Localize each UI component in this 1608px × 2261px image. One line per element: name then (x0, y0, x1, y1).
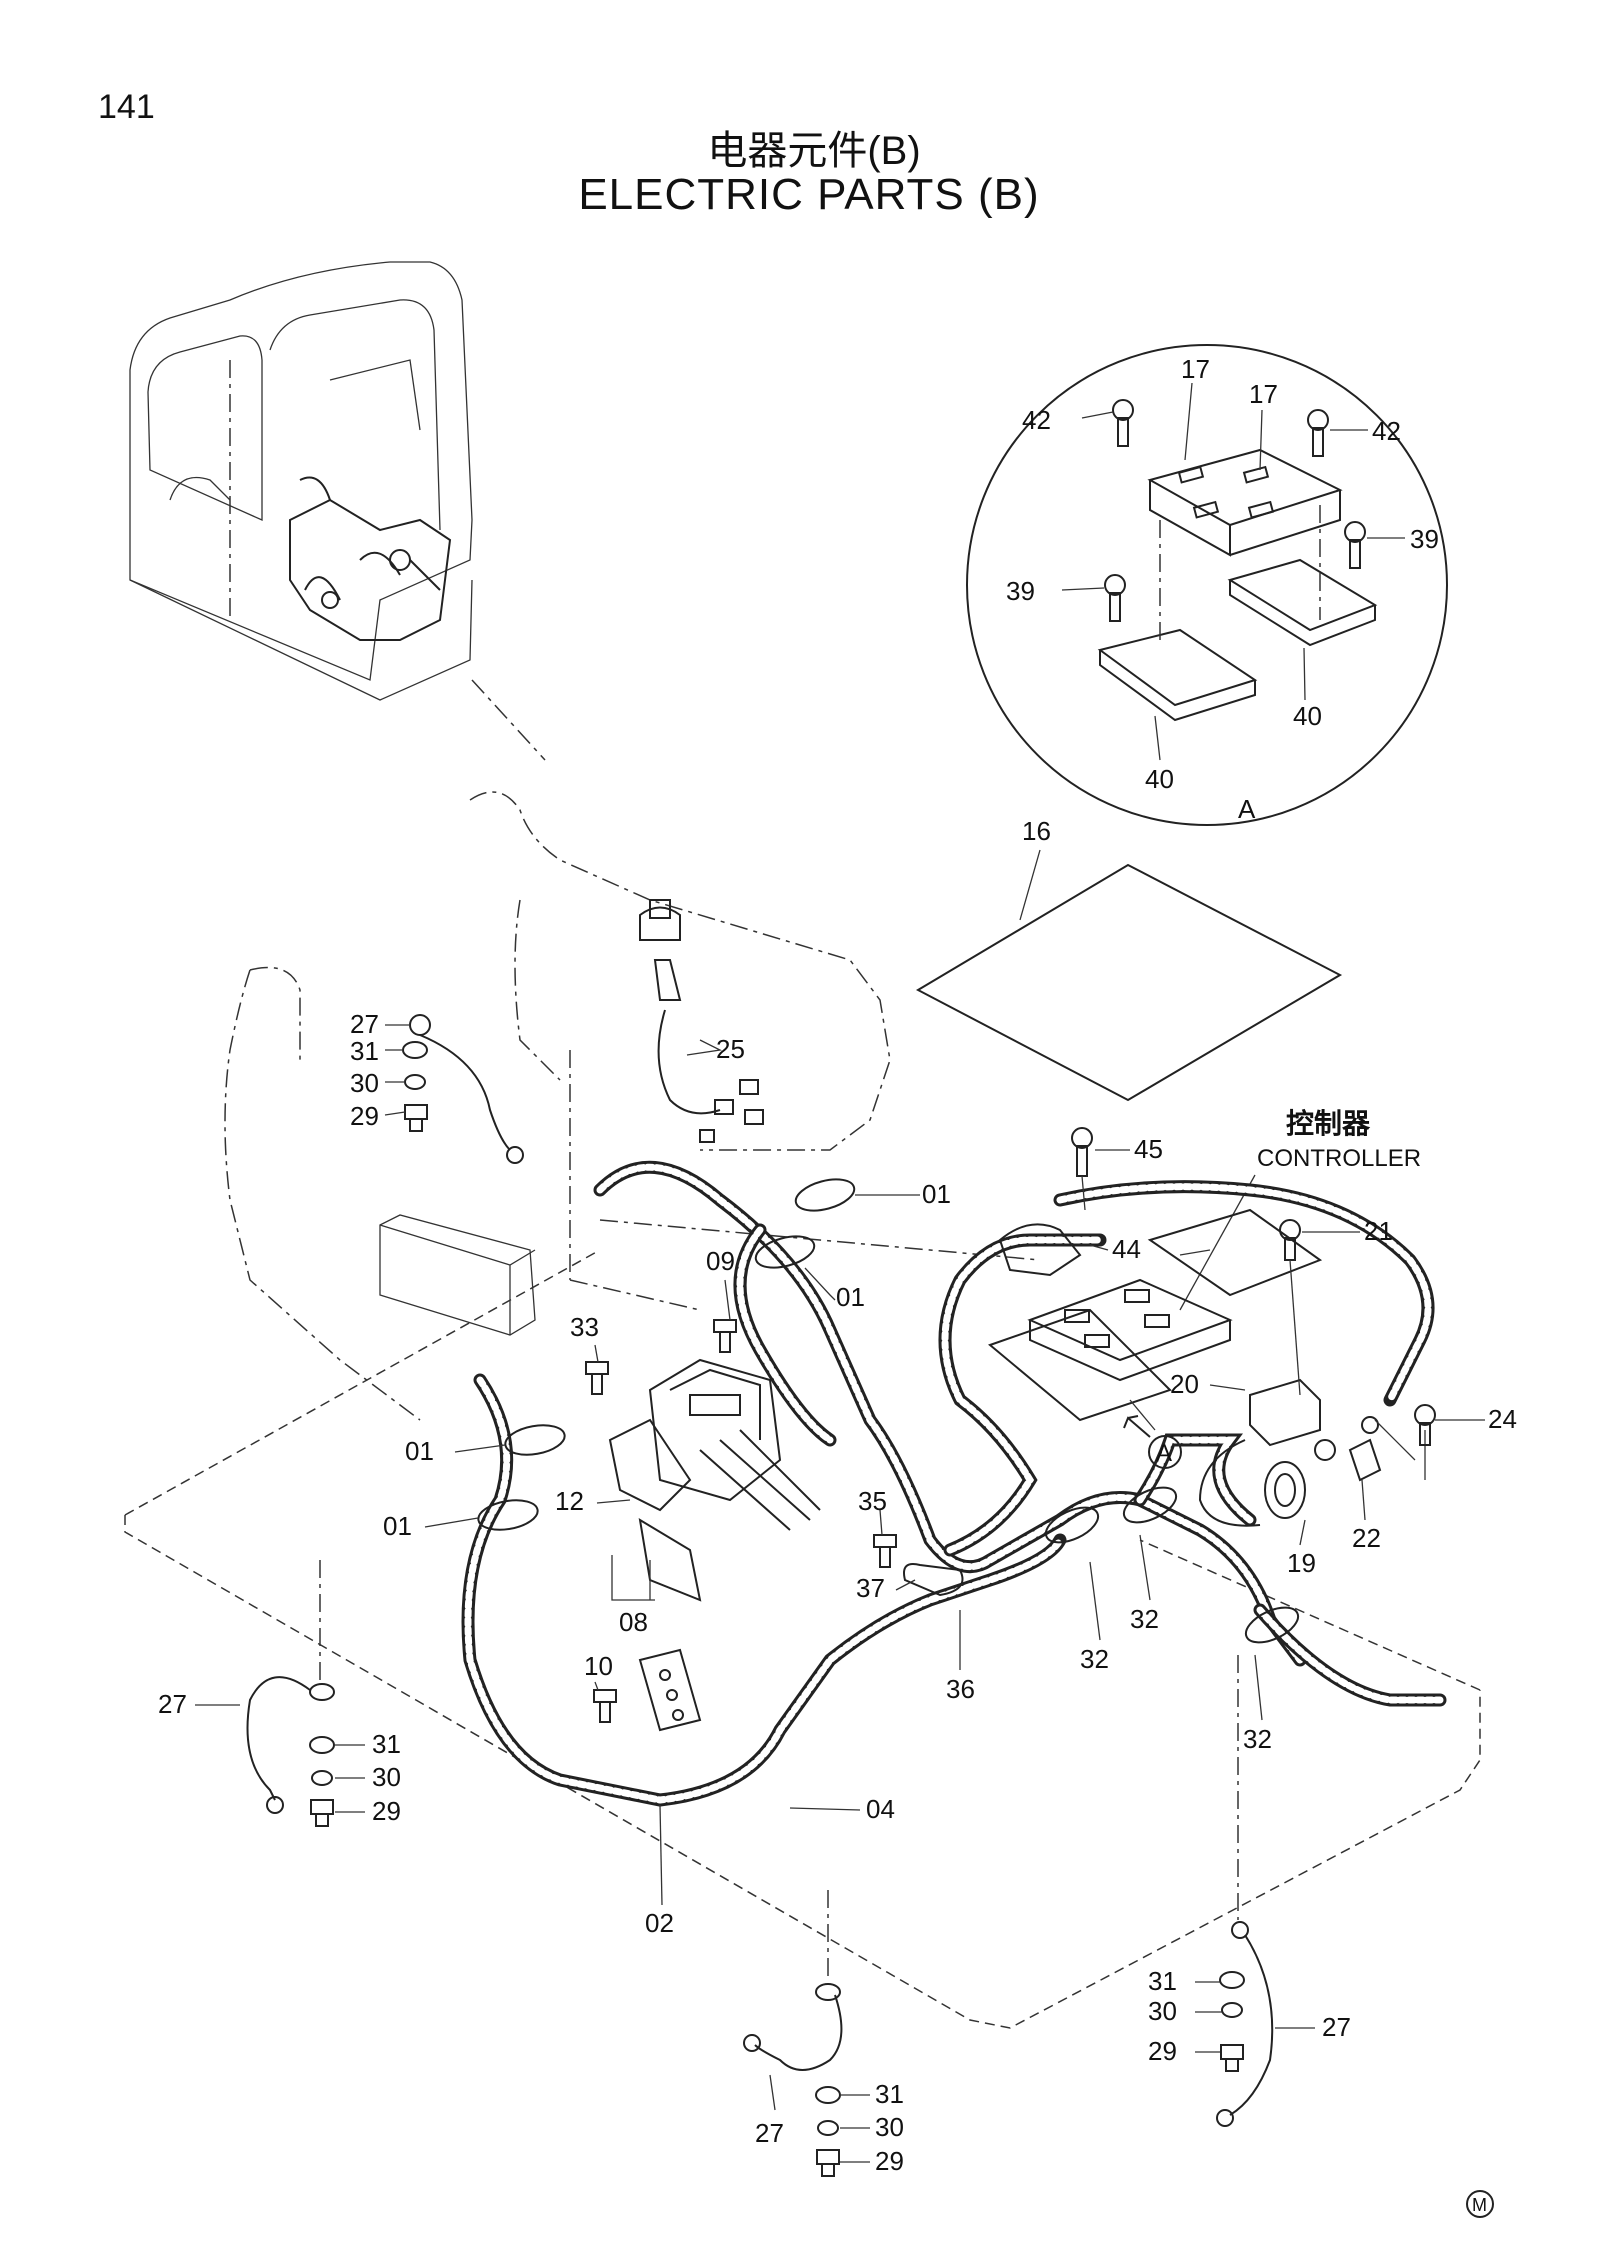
callout-29-b: 29 (372, 1796, 401, 1826)
screw-33 (585, 1361, 609, 1395)
callout-04: 04 (866, 1794, 895, 1824)
clip-37 (903, 1563, 964, 1597)
screw-42-right (1307, 409, 1329, 457)
cab-illustration (129, 261, 546, 761)
screw-09 (713, 1319, 737, 1353)
callout-12: 12 (555, 1486, 584, 1516)
panel-16 (915, 849, 1343, 1102)
page-title-chinese: 电器元件(B) (707, 129, 921, 173)
ground-cable-set-3 (743, 1890, 870, 2177)
screw-21 (1279, 1219, 1301, 1261)
footer-mark: M (1466, 2190, 1494, 2218)
controller-label-chinese: 控制器 (1286, 1107, 1371, 1140)
callout-16: 16 (1022, 816, 1051, 846)
callout-29-c: 29 (875, 2146, 904, 2176)
controller-unit (988, 1208, 1323, 1422)
screw-35 (873, 1534, 897, 1568)
callout-45: 45 (1134, 1134, 1163, 1164)
callout-20: 20 (1170, 1369, 1199, 1399)
ground-cable-set-2 (195, 1560, 365, 1827)
detail-a-marker-label: A (1156, 1440, 1172, 1467)
callout-02: 02 (645, 1908, 674, 1938)
callout-09: 09 (706, 1246, 735, 1276)
callout-32-c: 32 (1243, 1724, 1272, 1754)
callout-35: 35 (858, 1486, 887, 1516)
callout-40-a: 40 (1293, 701, 1322, 731)
relay-parts (998, 1127, 1436, 1527)
machine-body-outline (224, 791, 1041, 1421)
callout-31-b: 31 (372, 1729, 401, 1759)
callout-33: 33 (570, 1312, 599, 1342)
callout-22: 22 (1352, 1523, 1381, 1553)
callout-39-a: 39 (1410, 524, 1439, 554)
callout-10: 10 (584, 1651, 613, 1681)
screw-24 (1414, 1404, 1436, 1446)
callout-30-d: 30 (1148, 1996, 1177, 2026)
detail-a-circle (966, 344, 1448, 826)
callout-37: 37 (856, 1573, 885, 1603)
callout-42-a: 42 (1022, 405, 1051, 435)
callout-31-a: 31 (350, 1036, 379, 1066)
callout-32-a: 32 (1080, 1644, 1109, 1674)
callout-08: 08 (619, 1607, 648, 1637)
callout-24: 24 (1488, 1404, 1517, 1434)
callout-42-b: 42 (1372, 416, 1401, 446)
callout-01-b: 01 (836, 1282, 865, 1312)
callout-36: 36 (946, 1674, 975, 1704)
callout-01-d: 01 (383, 1511, 412, 1541)
ground-cable-set-4 (1195, 1655, 1315, 2127)
floor-plate (124, 1249, 1481, 2029)
callout-25: 25 (716, 1034, 745, 1064)
screw-10 (593, 1689, 617, 1723)
callout-19: 19 (1287, 1548, 1316, 1578)
callout-27-a: 27 (350, 1009, 379, 1039)
callout-32-b: 32 (1130, 1604, 1159, 1634)
callout-01-a: 01 (922, 1179, 951, 1209)
callout-30-b: 30 (372, 1762, 401, 1792)
leader-lines (424, 1039, 1485, 1906)
screw-39-left (1104, 574, 1126, 622)
callout-27-d: 27 (1322, 2012, 1351, 2042)
callout-17-a: 17 (1181, 354, 1210, 384)
detail-a-marker: A (1123, 1415, 1182, 1469)
callout-01-c: 01 (405, 1436, 434, 1466)
callout-30-c: 30 (875, 2112, 904, 2142)
controller-label-english: CONTROLLER (1257, 1145, 1421, 1172)
callout-21: 21 (1364, 1216, 1393, 1246)
ground-cable-set-1 (384, 1014, 524, 1164)
detail-a-label: A (1238, 794, 1256, 824)
callout-30-a: 30 (350, 1068, 379, 1098)
callout-31-c: 31 (875, 2079, 904, 2109)
clamps (477, 1178, 1300, 1644)
connector-block (638, 1648, 702, 1732)
screw-42-left (1112, 399, 1134, 447)
callout-29-d: 29 (1148, 2036, 1177, 2066)
callout-27-b: 27 (158, 1689, 187, 1719)
screw-45 (1071, 1127, 1093, 1177)
callout-27-c: 27 (755, 2118, 784, 2148)
footer-mark-label: M (1472, 2195, 1487, 2215)
fuse-box (608, 1358, 821, 1602)
screw-39-right (1344, 521, 1366, 569)
callout-44: 44 (1112, 1234, 1141, 1264)
callout-39-b: 39 (1006, 576, 1035, 606)
callout-29-a: 29 (350, 1101, 379, 1131)
page-title-english: ELECTRIC PARTS (B) (578, 170, 1040, 219)
wire-harness (461, 899, 1447, 1807)
callout-40-b: 40 (1145, 764, 1174, 794)
page-number: 141 (98, 88, 155, 126)
callout-31-d: 31 (1148, 1966, 1177, 1996)
callout-17-b: 17 (1249, 379, 1278, 409)
